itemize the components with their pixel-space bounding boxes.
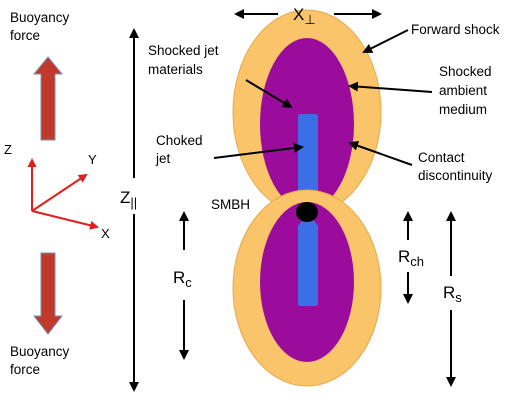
pointer-forward-shock: [362, 29, 409, 53]
buoyancy-bottom-label-2: force: [10, 362, 40, 377]
forward-shock-label: Forward shock: [411, 22, 500, 37]
buoyancy-up-arrow: [32, 56, 64, 141]
contact-label-2: discontinuity: [418, 168, 493, 183]
choked-jet-label-1: Choked: [156, 133, 203, 148]
z-par-label: Z||: [120, 188, 137, 210]
shocked-jet-label-1: Shocked jet: [148, 43, 219, 58]
x-perp-main: X: [293, 5, 304, 24]
z-par-sub: ||: [130, 195, 137, 210]
rch-sub: ch: [410, 254, 424, 269]
rc-sub: c: [185, 275, 192, 290]
rc-main: R: [173, 268, 185, 287]
rch-label: Rch: [398, 247, 424, 269]
z-par-main: Z: [120, 188, 130, 207]
rch-main: R: [398, 247, 410, 266]
axis-y-line: [31, 173, 88, 212]
rs-sub: s: [455, 290, 462, 305]
choked-jet-label-2: jet: [155, 151, 171, 166]
axis-z-label: Z: [4, 142, 12, 157]
lower-choked-jet: [298, 215, 318, 306]
x-perp-sub: ⊥: [304, 12, 315, 27]
x-perp-label: X⊥: [293, 5, 316, 27]
pointer-choked-jet: [213, 143, 304, 159]
axis-x-label: X: [101, 226, 110, 241]
buoyancy-down-arrow: [32, 252, 64, 335]
axis-x-line: [31, 210, 99, 230]
shocked-ambient-label-2: ambient: [439, 83, 487, 98]
contact-label-1: Contact: [418, 150, 465, 165]
rc-label: Rc: [173, 268, 192, 290]
buoyancy-bottom-label-1: Buoyancy: [10, 344, 70, 359]
upper-choked-jet: [298, 114, 318, 203]
pointer-contact-discontinuity: [348, 140, 413, 166]
shocked-ambient-label-1: Shocked: [439, 64, 492, 79]
shocked-jet-label-2: materials: [148, 62, 203, 77]
smbh-dot: [296, 202, 318, 222]
smbh-label: SMBH: [211, 197, 250, 212]
rs-label: Rs: [443, 283, 462, 305]
buoyancy-top-label-1: Buoyancy: [10, 10, 70, 25]
axis-y-label: Y: [88, 152, 97, 167]
pointer-shocked-jet: [245, 79, 293, 109]
buoyancy-top-label-2: force: [10, 28, 40, 43]
rs-main: R: [443, 283, 455, 302]
shocked-ambient-label-3: medium: [439, 102, 487, 117]
pointer-shocked-ambient: [348, 81, 433, 93]
